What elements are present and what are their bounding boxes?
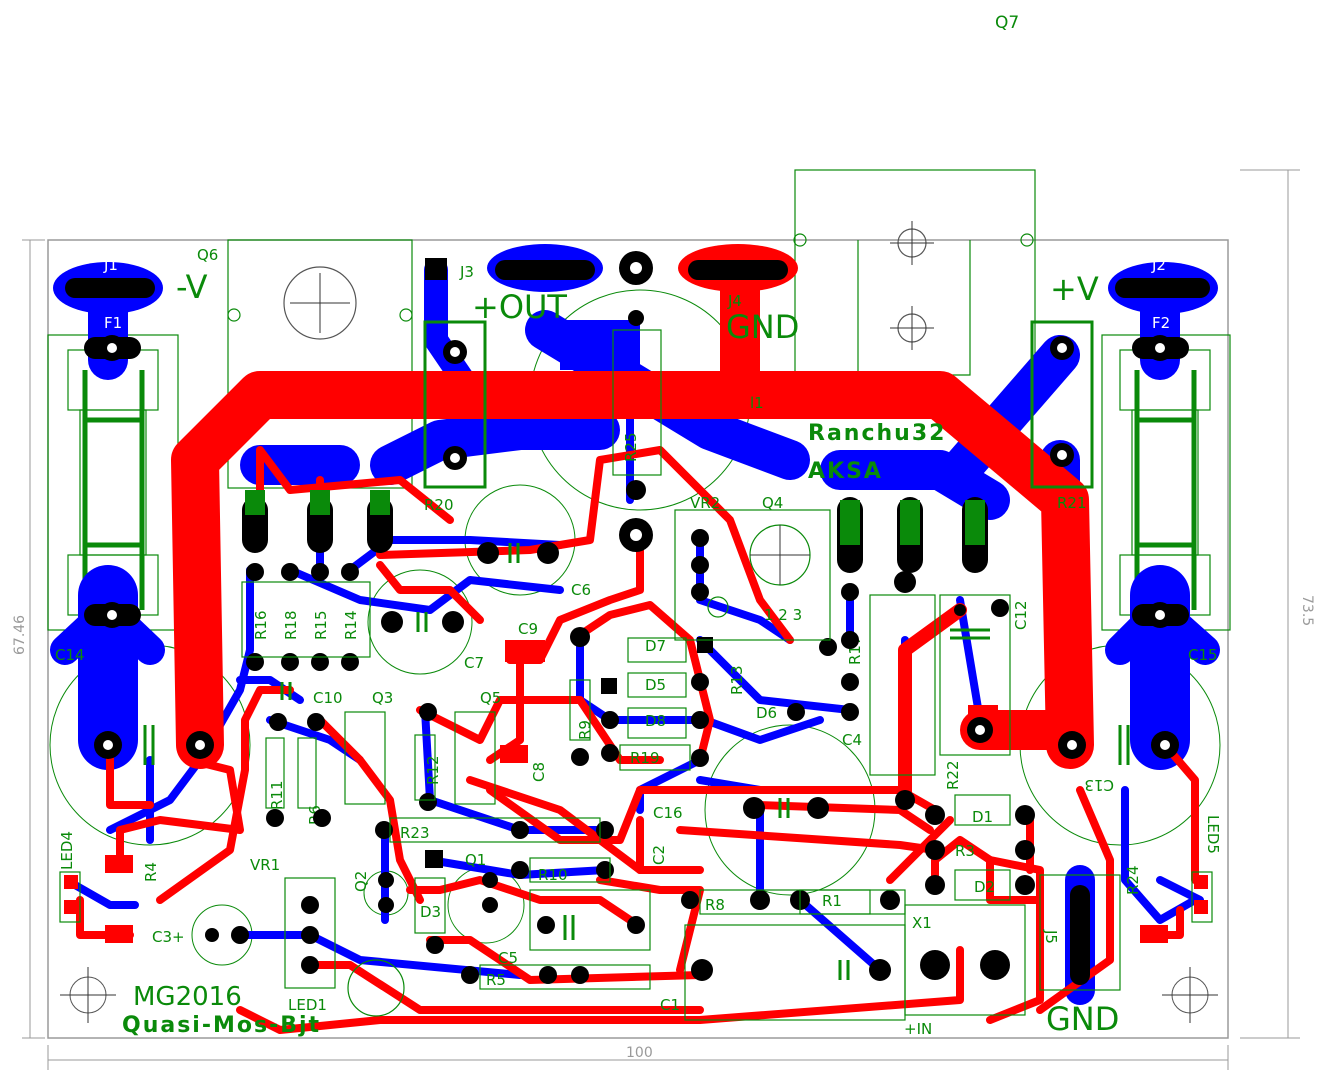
label-c5: C5 — [498, 949, 518, 967]
label-q2: Q2 — [352, 871, 370, 892]
label-pins: 1 2 3 — [764, 606, 802, 624]
label-r3: R3 — [955, 842, 975, 860]
label-r11: R11 — [268, 780, 286, 810]
dim-height-left: 67.46 — [12, 615, 28, 655]
designer-label: Ranchu32 — [808, 421, 946, 446]
label-q1: Q1 — [465, 851, 486, 869]
label-q3: Q3 — [372, 689, 393, 707]
label-c4: C4 — [842, 731, 862, 749]
label-d6: D6 — [756, 704, 777, 722]
label-c7: C7 — [464, 654, 484, 672]
label-c13: C13 — [1084, 776, 1114, 794]
label-f2: F2 — [1152, 314, 1170, 332]
label-c1: C1 — [660, 996, 680, 1014]
board-topology: Quasi-Mos-Bjt — [122, 1013, 321, 1038]
terminal-pos-v: +V — [1050, 270, 1099, 308]
label-c12: C12 — [1012, 600, 1030, 630]
dim-height-right: 73.5 — [1299, 595, 1315, 626]
label-q6: Q6 — [197, 246, 218, 264]
label-r15: R15 — [312, 610, 330, 640]
label-led1: LED1 — [288, 996, 327, 1014]
label-r14: R14 — [342, 610, 360, 640]
label-d8: D8 — [645, 712, 666, 730]
terminal-gnd-bottom: GND — [1046, 1000, 1119, 1038]
terminal-gnd-top: GND — [726, 308, 799, 346]
label-r19: R19 — [630, 749, 660, 767]
board-name: MG2016 — [133, 982, 242, 1012]
label-vr1: VR1 — [250, 856, 280, 874]
terminal-out: +OUT — [472, 288, 567, 326]
label-j2: J2 — [1151, 256, 1166, 274]
label-c9: C9 — [518, 620, 538, 638]
label-c3: C3+ — [152, 928, 185, 946]
dim-width: 100 — [626, 1045, 653, 1061]
label-vr2: VR2 — [690, 494, 720, 512]
label-r24: R24 — [1124, 865, 1142, 895]
power-pad-tops — [245, 490, 985, 545]
label-r22: R22 — [944, 760, 962, 790]
label-r8: R8 — [705, 896, 725, 914]
pads — [94, 251, 1179, 984]
label-j4: J4 — [727, 292, 742, 310]
label-c2: C2 — [650, 845, 668, 865]
cap-marks — [143, 543, 1130, 980]
series-label: AKSA — [808, 459, 883, 484]
label-c8: C8 — [530, 762, 548, 782]
label-q5: Q5 — [480, 689, 501, 707]
label-q4: Q4 — [762, 494, 783, 512]
label-r18: R18 — [282, 610, 300, 640]
terminal-in: +IN — [904, 1020, 932, 1038]
label-c6: C6 — [571, 581, 591, 599]
label-q7: Q7 — [995, 13, 1019, 33]
label-c15: C15 — [1188, 646, 1218, 664]
label-r9: R9 — [576, 720, 594, 740]
label-d7: D7 — [645, 637, 666, 655]
label-d1: D1 — [972, 808, 993, 826]
label-led4: LED4 — [58, 831, 76, 870]
label-d2: D2 — [974, 878, 995, 896]
dimension-lines — [22, 169, 1300, 1070]
label-r21: R21 — [1057, 494, 1087, 512]
label-j5: J5 — [1042, 929, 1060, 944]
label-c10: C10 — [313, 689, 343, 707]
label-r12: R12 — [424, 755, 442, 785]
label-r20: R20 — [424, 496, 454, 514]
pad-holes — [103, 262, 1170, 750]
label-j3: J3 — [459, 263, 474, 281]
top-copper — [76, 248, 1199, 1034]
label-x1: X1 — [912, 914, 932, 932]
label-r10: R10 — [538, 866, 568, 884]
label-r5: R5 — [486, 971, 506, 989]
label-c14: C14 — [55, 646, 85, 664]
component-outlines — [59, 320, 1213, 1021]
label-r1: R1 — [822, 892, 842, 910]
silkscreen-labels: Q7 Q6 J1 J2 J3 J4 F1 F2 -V +V +OUT GND R… — [12, 13, 1315, 1061]
label-c16: C16 — [653, 804, 683, 822]
label-r16: R16 — [252, 610, 270, 640]
label-f1: F1 — [104, 314, 122, 332]
fuse-bars — [82, 370, 1197, 610]
mounting-marks — [60, 221, 1218, 1023]
label-r23: R23 — [400, 824, 430, 842]
label-led5: LED5 — [1204, 815, 1222, 854]
label-r25: R25 — [622, 432, 640, 462]
led-pads — [64, 855, 1208, 943]
label-r13: R13 — [728, 665, 746, 695]
label-d5: D5 — [645, 676, 666, 694]
terminal-neg-v: -V — [176, 268, 208, 306]
label-j1: J1 — [103, 256, 118, 274]
label-l1: l1 — [750, 394, 764, 412]
label-r4: R4 — [142, 862, 160, 882]
label-d3: D3 — [420, 903, 441, 921]
